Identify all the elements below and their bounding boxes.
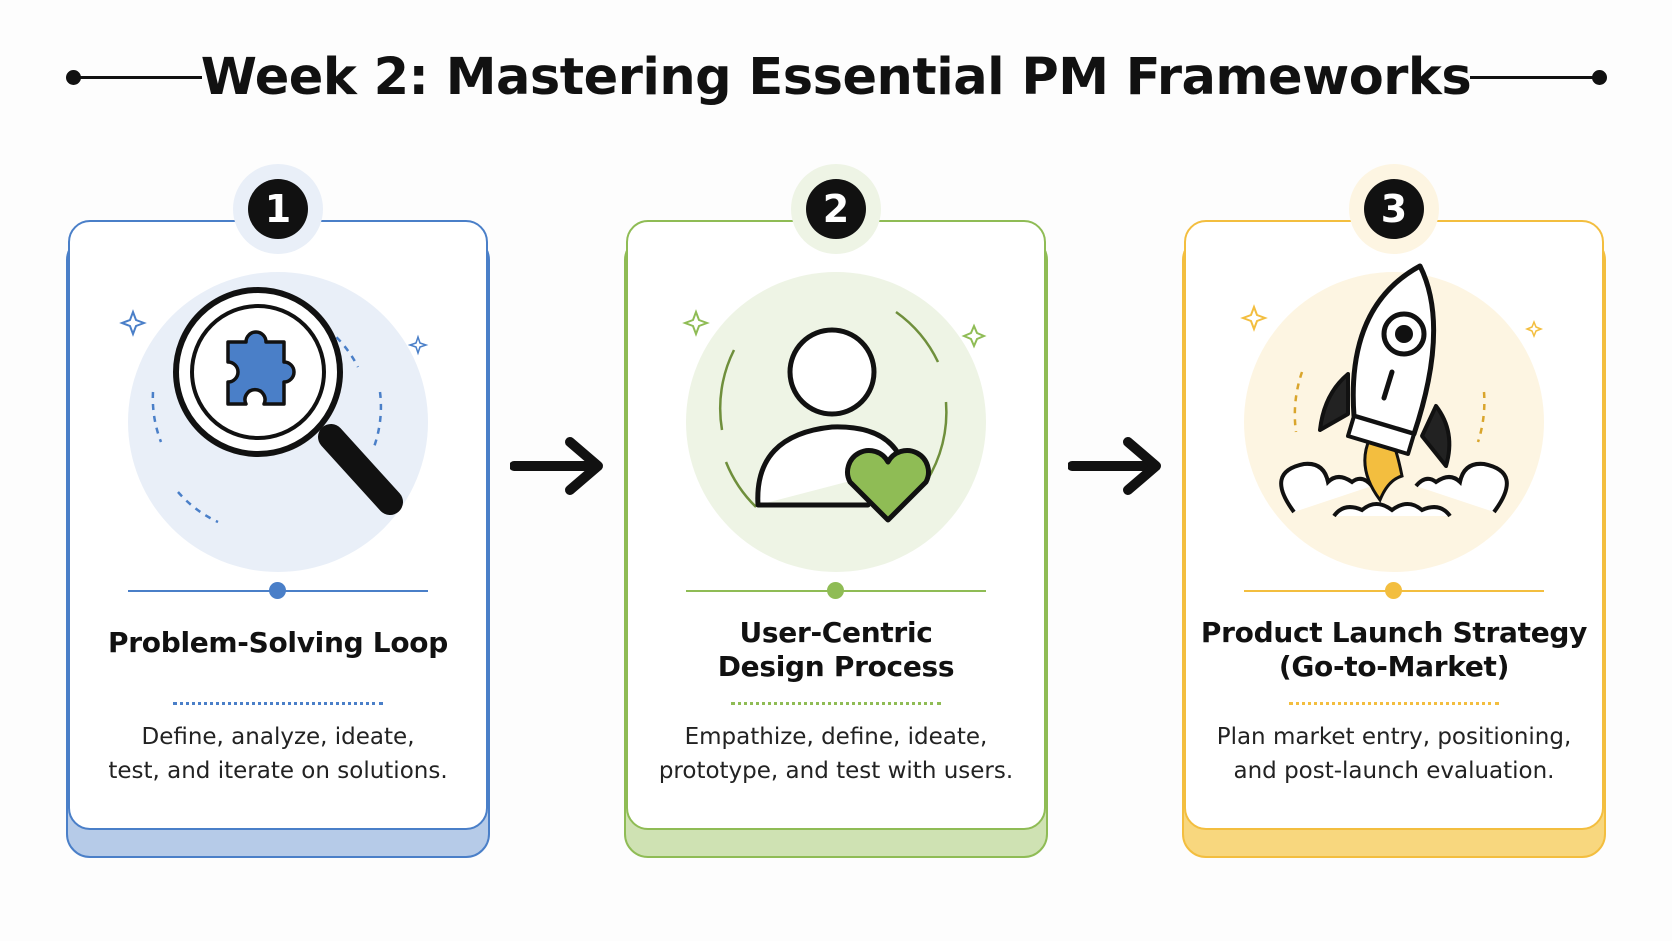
title-left-dot — [66, 70, 81, 85]
step-badge-3: 3 — [1364, 179, 1424, 239]
rocket-launch-icon — [1240, 263, 1544, 518]
card-2-description: Empathize, define, ideate, prototype, an… — [658, 724, 1014, 784]
card-1-description: Define, analyze, ideate, test, and itera… — [108, 724, 448, 784]
card-1-separator-dot — [269, 582, 286, 599]
arrow-right-icon — [510, 437, 603, 495]
card-3-title: Product Launch Strategy (Go-to-Market) — [1200, 616, 1588, 683]
card-3-dotted-divider — [1289, 702, 1499, 705]
header: Week 2: Mastering Essential PM Framework… — [0, 38, 1672, 118]
step-badge-2: 2 — [806, 179, 866, 239]
illustration-2-bg — [686, 272, 986, 572]
card-3-description: Plan market entry, positioning, and post… — [1216, 724, 1572, 784]
card-1-dotted-divider — [173, 702, 383, 705]
card-1-title: Problem-Solving Loop — [108, 626, 448, 659]
card-2-title: User-Centric Design Process — [717, 616, 955, 683]
user-heart-icon — [682, 309, 987, 523]
step-badge-1: 1 — [248, 179, 308, 239]
magnifier-puzzle-icon — [119, 287, 429, 524]
title-right-line — [1470, 76, 1600, 79]
page-title: Week 2: Mastering Essential PM Framework… — [200, 48, 1472, 107]
arrow-right-icon — [1068, 437, 1161, 495]
title-right-dot — [1592, 70, 1607, 85]
card-3-separator-dot — [1385, 582, 1402, 599]
card-2-separator-dot — [827, 582, 844, 599]
title-left-line — [72, 76, 202, 79]
card-2-dotted-divider — [731, 702, 941, 705]
